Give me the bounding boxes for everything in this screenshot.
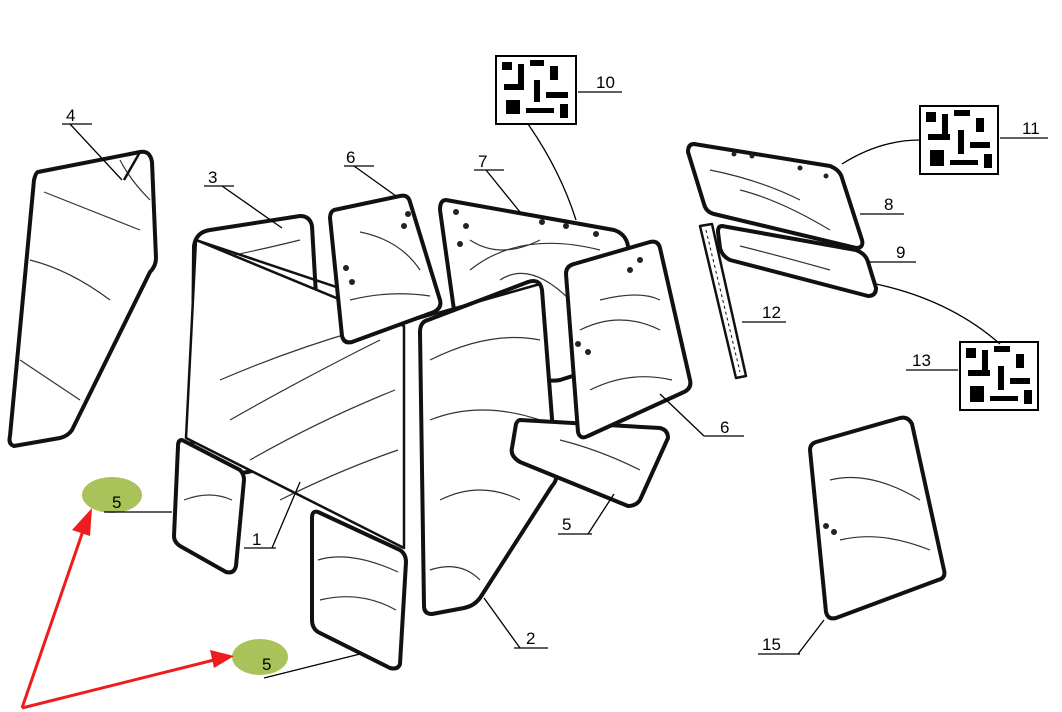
highlight-5-left	[82, 477, 142, 513]
callout-3: 3	[208, 168, 217, 187]
callout-6-upper: 6	[346, 148, 355, 167]
callout-14: 13	[912, 351, 931, 370]
glass-panel-5-left	[172, 438, 246, 575]
callout-labels: 4 3 6 7 10 11 8 9 12 13 6 5 5 1 5 2 15	[66, 73, 1040, 674]
glass-panel-9	[716, 224, 878, 298]
glass-panel-6-lower	[564, 239, 693, 440]
callout-12: 10	[596, 73, 615, 92]
glass-panel-10	[509, 418, 670, 508]
callout-6-lower: 6	[720, 418, 729, 437]
detail-thumbnail-13	[919, 105, 999, 175]
callout-10: 5	[562, 515, 571, 534]
glass-panel-15	[808, 415, 947, 621]
glass-panel-5-center	[310, 509, 408, 671]
callout-4: 4	[66, 106, 75, 125]
callout-1: 1	[252, 530, 261, 549]
callout-9: 9	[896, 243, 905, 262]
callout-8: 8	[884, 195, 893, 214]
callout-7: 7	[478, 152, 487, 171]
callout-13: 11	[1022, 119, 1040, 138]
glass-panel-6-upper	[328, 193, 443, 345]
callout-5-left: 5	[112, 493, 121, 512]
highlight-5-center	[232, 639, 288, 675]
detail-thumbnail-14	[959, 341, 1039, 411]
leader-lines	[62, 91, 1048, 679]
seal-strip-11	[698, 222, 748, 380]
callout-2: 2	[526, 629, 535, 648]
red-arrows	[20, 508, 234, 710]
callout-5-center: 5	[262, 655, 271, 674]
callout-11: 12	[762, 303, 781, 322]
glass-panel-2	[405, 279, 559, 616]
glass-panel-4	[7, 149, 158, 448]
detail-thumbnail-12	[495, 55, 577, 125]
callout-15: 15	[762, 635, 781, 654]
